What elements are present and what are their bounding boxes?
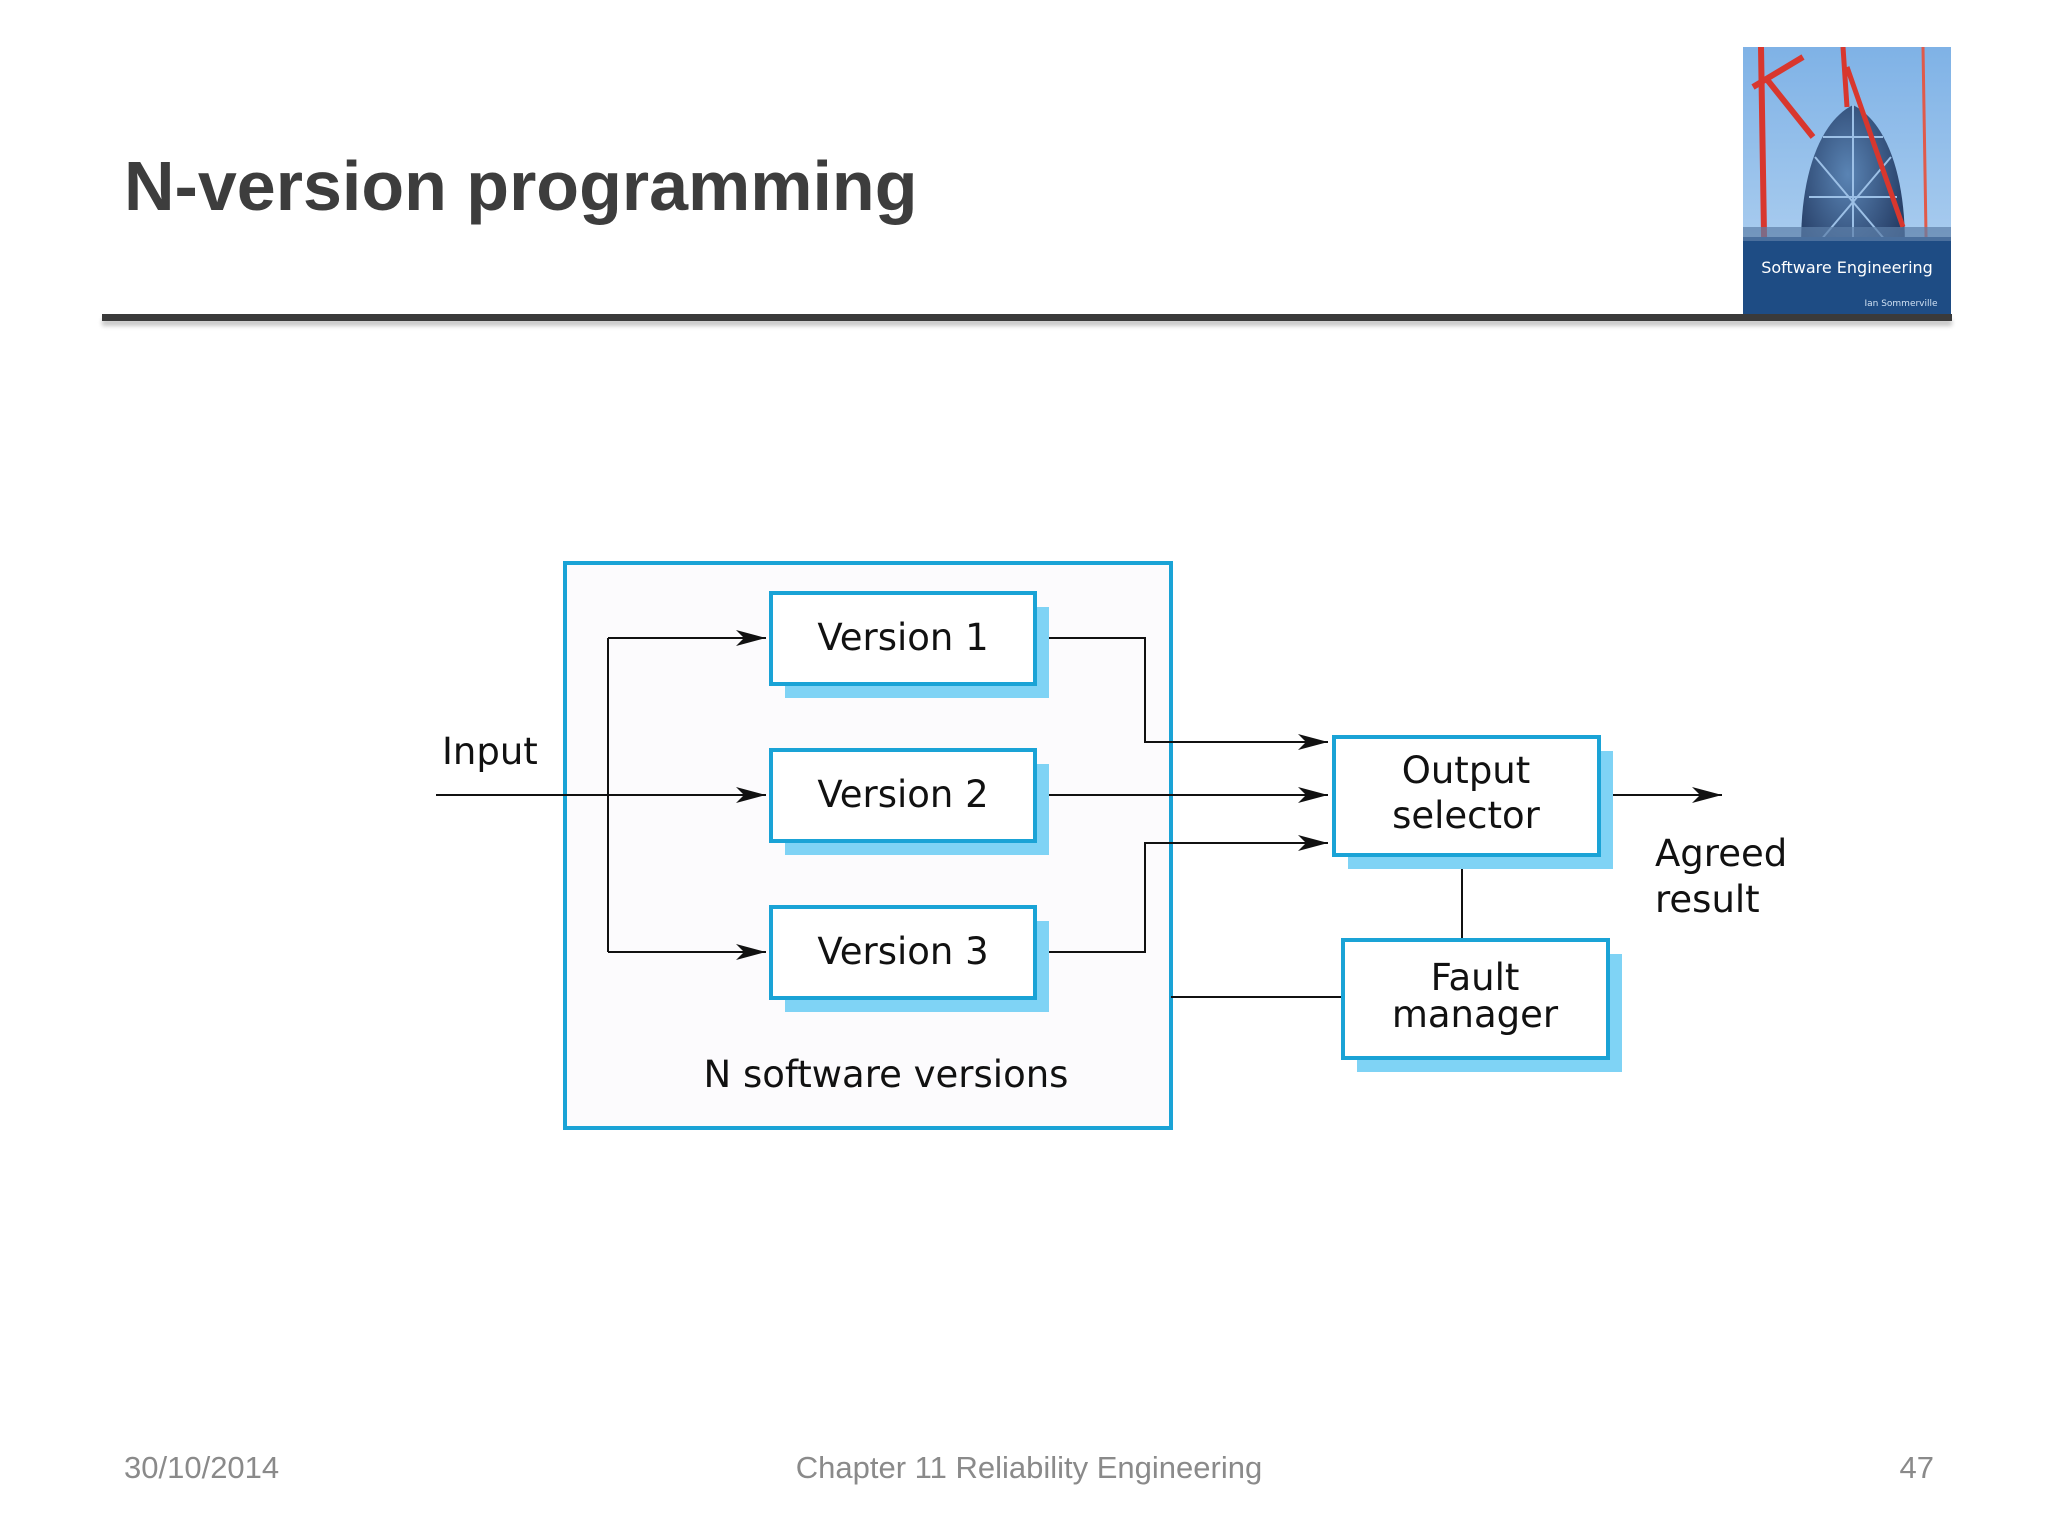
version-3-output-arrow [1035, 835, 1328, 953]
output-selector-box: Output selector [1332, 735, 1613, 869]
version-2-box: Version 2 [769, 748, 1049, 855]
input-label: Input [442, 730, 538, 773]
version-3-label: Version 3 [817, 930, 988, 973]
agreed-result-line-2: result [1655, 878, 1760, 921]
output-selector-line-1: Output [1402, 749, 1531, 792]
version-2-label: Version 2 [817, 773, 988, 816]
slide-title: N-version programming [124, 147, 918, 225]
version-1-label: Version 1 [817, 616, 988, 659]
fault-manager-line-1: Fault [1431, 956, 1520, 999]
agreed-result-line-1: Agreed [1655, 832, 1787, 875]
cover-author: Ian Sommerville [1864, 299, 1938, 309]
fault-manager-box: Fault manager [1341, 938, 1622, 1072]
footer-date: 30/10/2014 [124, 1450, 280, 1485]
output-selector-line-2: selector [1392, 794, 1541, 837]
n-versions-label: N software versions [704, 1053, 1069, 1096]
title-divider [102, 314, 1952, 321]
cover-title: Software Engineering [1761, 258, 1933, 277]
flow-connectors [436, 630, 1722, 998]
page-number: 47 [1899, 1450, 1934, 1485]
footer-chapter: Chapter 11 Reliability Engineering [795, 1450, 1263, 1485]
version-1-box: Version 1 [769, 591, 1049, 698]
version-1-output-arrow [1035, 637, 1328, 750]
fault-manager-line-2: manager [1392, 993, 1559, 1036]
book-cover-image: Software Engineering Ian Sommerville [1743, 47, 1951, 321]
version-3-box: Version 3 [769, 905, 1049, 1012]
